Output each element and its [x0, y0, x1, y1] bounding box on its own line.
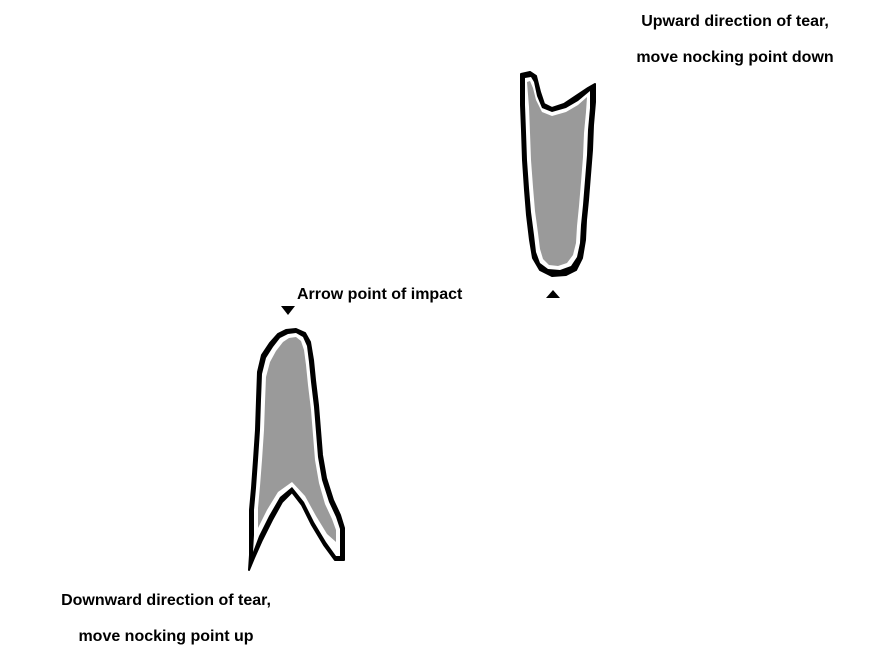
upward-tear-shape	[521, 72, 595, 276]
triangle-up-icon	[546, 290, 560, 298]
triangle-down-icon	[281, 306, 295, 315]
downward-tear-label-line1: Downward direction of tear,	[6, 593, 326, 609]
upward-tear-label-line1: Upward direction of tear,	[590, 14, 880, 30]
upward-tear-label-line2: move nocking point down	[590, 50, 880, 66]
downward-tear-shape	[249, 329, 344, 570]
downward-tear-label-line2: move nocking point up	[6, 629, 326, 645]
impact-label: Arrow point of impact	[297, 287, 462, 303]
